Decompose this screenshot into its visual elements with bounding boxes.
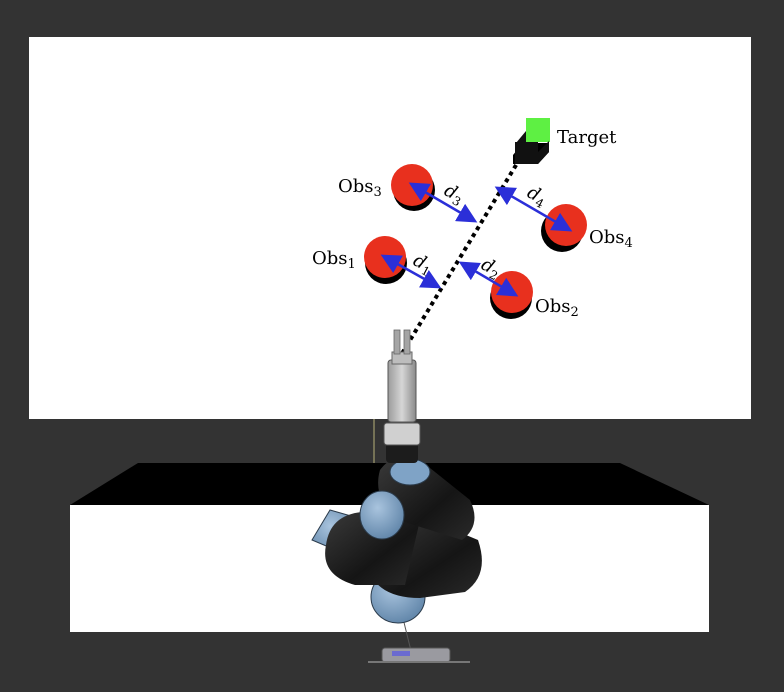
distance-arrow-3 bbox=[408, 182, 478, 223]
obstacle-2 bbox=[490, 271, 533, 319]
obstacle-1-label: Obs1 bbox=[312, 248, 356, 272]
distance-arrow-2 bbox=[458, 261, 519, 297]
distance-arrow-1 bbox=[380, 254, 442, 289]
backdrop-wall bbox=[29, 37, 751, 419]
obstacle-1 bbox=[364, 236, 407, 284]
controller-box bbox=[368, 647, 470, 663]
obstacle-4-label: Obs4 bbox=[589, 227, 633, 251]
distance-arrow-4 bbox=[494, 186, 573, 232]
target-label: Target bbox=[557, 127, 617, 148]
obstacle-2-label: Obs2 bbox=[535, 296, 579, 320]
cube-icon bbox=[513, 118, 550, 164]
obstacle-3-label: Obs3 bbox=[338, 176, 382, 200]
planned-path bbox=[396, 145, 529, 362]
robot-arm bbox=[311, 329, 482, 656]
